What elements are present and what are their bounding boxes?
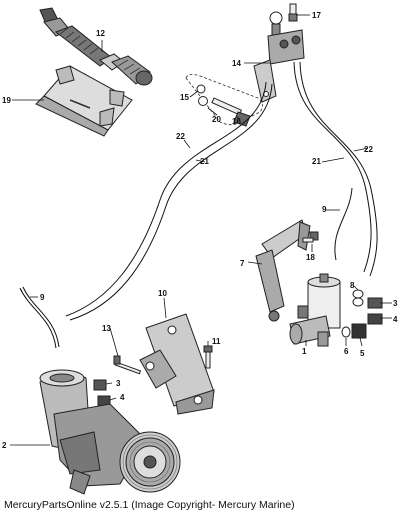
callout-17: 17 <box>312 11 321 20</box>
part-14-valve-block <box>253 11 305 103</box>
callout-4-right: 4 <box>393 315 398 324</box>
callout-22-left: 22 <box>176 132 185 141</box>
callout-5: 5 <box>360 349 365 358</box>
callout-22-right: 22 <box>364 145 373 154</box>
part-15-16-20-bolt-kit <box>185 74 263 127</box>
image-caption: MercuryPartsOnline v2.5.1 (Image Copyrig… <box>4 499 295 511</box>
callout-20: 20 <box>212 115 221 124</box>
part-12-hose-actuator <box>39 7 153 86</box>
callout-12: 12 <box>96 29 105 38</box>
callout-21-right: 21 <box>312 157 321 166</box>
callouts: 12 19 17 14 15 20 16 22 21 21 22 9 7 18 … <box>2 11 398 450</box>
part-13-bolt <box>113 355 142 375</box>
callout-15: 15 <box>180 93 189 102</box>
line-21-22-left <box>65 81 273 321</box>
callout-1: 1 <box>302 347 307 356</box>
callout-19: 19 <box>2 96 11 105</box>
part-3-plug-left <box>93 379 107 391</box>
callout-6: 6 <box>344 347 349 356</box>
line-9-right <box>334 187 353 261</box>
part-1-pump-assembly <box>289 273 341 347</box>
part-11-bolt <box>203 345 213 369</box>
leader-lines <box>10 14 392 446</box>
callout-7: 7 <box>240 259 245 268</box>
part-19-mounting-bracket <box>35 65 133 137</box>
callout-9-left: 9 <box>40 293 45 302</box>
part-6-washer <box>341 326 351 338</box>
part-8-fitting <box>352 289 364 307</box>
callout-13: 13 <box>102 324 111 333</box>
part-7-bracket <box>255 219 311 322</box>
callout-2: 2 <box>2 441 7 450</box>
part-4-plug-right <box>367 313 383 325</box>
callout-3-right: 3 <box>393 299 398 308</box>
part-18-bolt <box>302 231 319 243</box>
line-9-left <box>19 286 60 349</box>
callout-10: 10 <box>158 289 167 298</box>
line-21-22-right <box>293 61 378 277</box>
callout-16: 16 <box>232 117 241 126</box>
callout-11: 11 <box>212 337 221 346</box>
callout-14: 14 <box>232 59 241 68</box>
callout-18: 18 <box>306 253 315 262</box>
part-3-plug-right <box>367 297 383 309</box>
callout-21-left: 21 <box>200 157 209 166</box>
part-5-nut <box>351 323 367 339</box>
callout-4-left: 4 <box>120 393 125 402</box>
part-2-pump <box>39 369 181 495</box>
part-17-fitting <box>288 3 298 22</box>
callout-8: 8 <box>350 281 355 290</box>
callout-9-right: 9 <box>322 205 327 214</box>
callout-3-left: 3 <box>116 379 121 388</box>
part-10-main-bracket <box>139 313 215 415</box>
